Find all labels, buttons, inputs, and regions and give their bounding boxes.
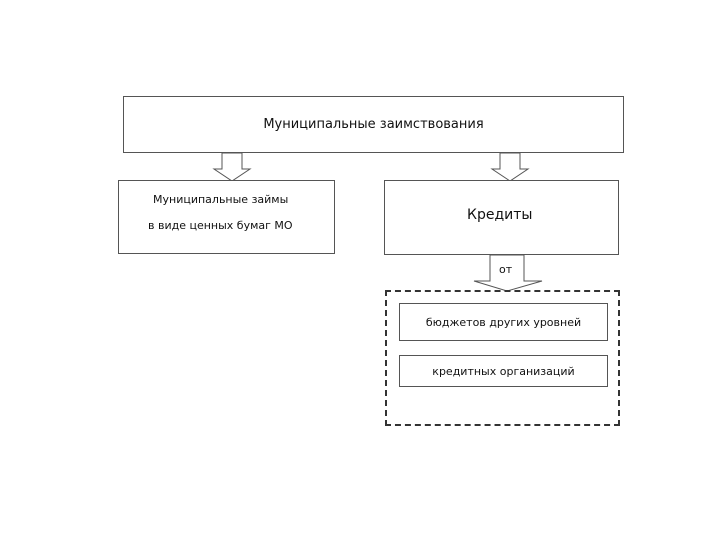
- connector-label: от: [499, 263, 513, 276]
- left-box-line-1: Муниципальные займы: [153, 193, 289, 206]
- source-box-credit-organizations: кредитных организаций: [399, 355, 608, 387]
- arrow-down-icon: [490, 152, 530, 182]
- source-label: кредитных организаций: [432, 364, 575, 378]
- credit-sources-group: [385, 290, 620, 426]
- right-box-credits: Кредиты: [384, 180, 619, 255]
- source-box-other-budgets: бюджетов других уровней: [399, 303, 608, 341]
- top-box-municipal-borrowing: Муниципальные заимствования: [123, 96, 624, 153]
- arrow-down-icon: [212, 152, 252, 182]
- source-label: бюджетов других уровней: [425, 315, 582, 329]
- right-box-label: Кредиты: [467, 207, 533, 223]
- arrow-down-icon: [473, 254, 543, 292]
- left-box-municipal-loans: Муниципальные займы в виде ценных бумаг …: [118, 180, 335, 254]
- left-box-line-2: в виде ценных бумаг МО: [148, 219, 293, 232]
- top-box-label: Муниципальные заимствования: [263, 117, 484, 132]
